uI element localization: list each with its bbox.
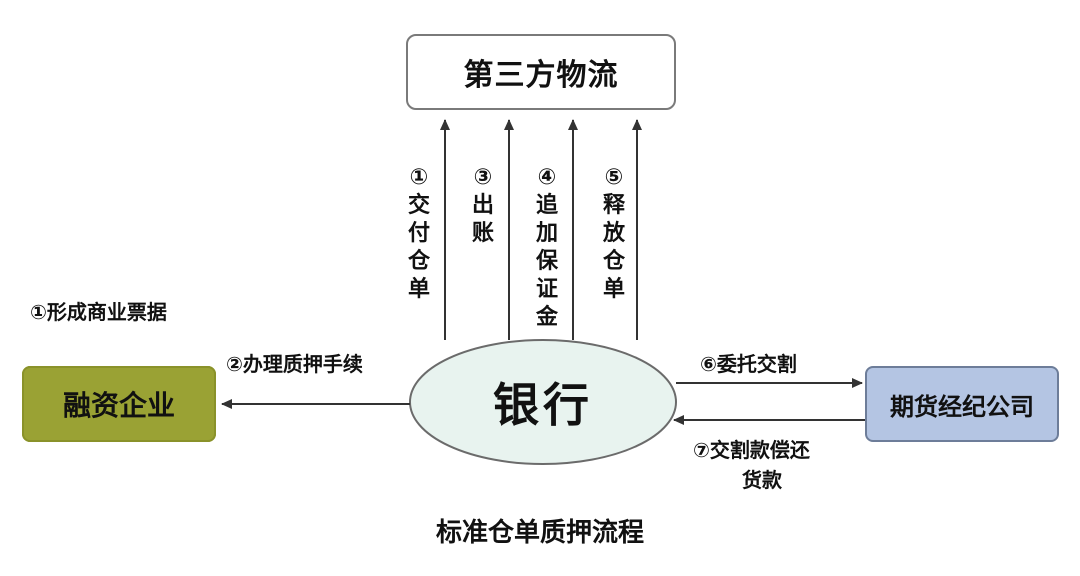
step-label-release-receipt: ⑤释放仓单	[602, 165, 625, 302]
step-label-delivery: ⑥委托交割	[700, 352, 797, 376]
diagram-caption: 标准仓单质押流程	[435, 518, 644, 548]
bank-node-shape	[409, 339, 677, 465]
bank-node-label: 银行	[493, 378, 593, 432]
enterprise-node-label: 融资企业	[62, 389, 175, 422]
step-label-add-margin: ④追加保证金	[535, 165, 558, 330]
step-label-repay-line1: ⑦交割款偿还	[693, 438, 810, 462]
broker-node: 期货经纪公司	[865, 366, 1059, 442]
step-label-deliver-receipt: ①交付仓单	[407, 165, 430, 302]
step-label-pledge: ②办理质押手续	[226, 352, 363, 376]
logistics-node-label: 第三方物流	[463, 58, 619, 93]
step-label-repay-line2: 货款	[742, 468, 782, 492]
step-label-payout: ③出账	[471, 165, 494, 246]
logistics-node: 第三方物流	[406, 34, 676, 110]
step-label-commercial-bill: ①形成商业票据	[30, 300, 167, 324]
enterprise-node: 融资企业	[22, 366, 216, 442]
broker-node-label: 期货经纪公司	[890, 392, 1034, 421]
